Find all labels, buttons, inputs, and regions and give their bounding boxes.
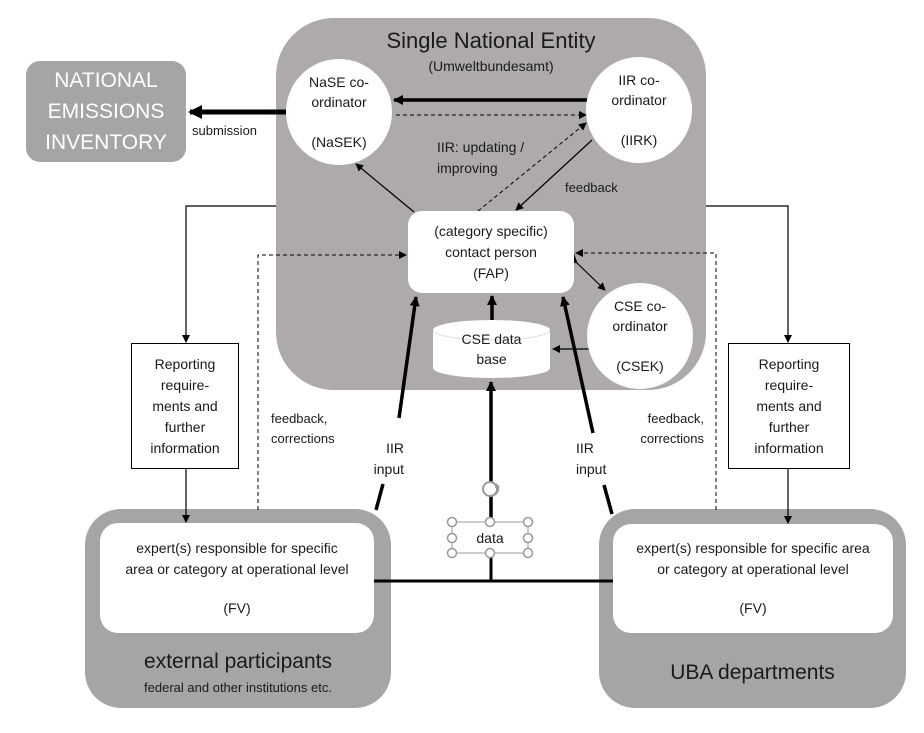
feedback-corrections-right-line-1: feedback, [647, 411, 704, 426]
submission-label: submission [192, 123, 258, 138]
iir-input-right-line-2: input [576, 461, 607, 477]
iir-input-left-line-1: IIR [386, 440, 404, 456]
feedback-right-dashed-arrow [575, 249, 717, 510]
req-left-line-1: Reporting [154, 355, 216, 372]
req-left-line-5: information [150, 439, 220, 456]
contact-person-node: (category specific) contact person (FAP) [408, 211, 574, 293]
reporting-requirements-left: Reporting require- ments and further inf… [131, 343, 239, 469]
iir-input-right-arrow-lower [602, 484, 614, 515]
iir-input-left-line-2: input [373, 461, 404, 477]
uba-departments-title: UBA departments [670, 661, 835, 684]
external-participants-subtitle: federal and other institutions etc. [144, 680, 332, 695]
sne-to-right-requirements-arrow [706, 205, 792, 343]
feedback-corrections-left-line-2: corrections [271, 431, 335, 446]
cse-database-node: CSE data base [433, 320, 550, 378]
nasek-line-2: ordinator [311, 94, 367, 110]
iirk-feedback-arrow [515, 139, 593, 211]
iir-input-right-arrow-upper [560, 296, 595, 434]
iir-updating-line-1: IIR: updating / [437, 139, 525, 155]
csek-line-2: ordinator [612, 318, 668, 334]
feedback-corrections-left-line-1: feedback, [271, 411, 328, 426]
fap-line-2: contact person [445, 243, 537, 260]
iir-input-right-line-1: IIR [576, 440, 594, 456]
req-right-line-2: require- [764, 376, 814, 393]
resize-handle-ml [446, 532, 458, 544]
iir-coordinator-node: IIR co- ordinator (IIRK) [586, 57, 692, 163]
iir-input-left-arrow-lower [374, 483, 385, 511]
req-left-line-4: further [164, 418, 206, 435]
csek-abbr: (CSEK) [616, 358, 664, 374]
external-participants-title: external participants [144, 650, 332, 673]
iirk-abbr: (IIRK) [620, 132, 658, 148]
resize-handle-bm [484, 547, 496, 559]
req-right-line-1: Reporting [758, 355, 820, 372]
fap-csek-bidirectional-arrow [567, 253, 606, 291]
nei-line-2: EMISSIONS [47, 100, 165, 123]
iir-updating-label: IIR: updating / improving [437, 137, 524, 179]
database-line-2: base [476, 351, 507, 367]
ext-expert-abbr: (FV) [223, 599, 251, 616]
uba-experts-box: expert(s) responsible for specific area … [613, 524, 893, 633]
reporting-requirements-right: Reporting require- ments and further inf… [728, 343, 850, 469]
nase-coordinator-node: NaSE co- ordinator (NaSEK) [286, 59, 392, 165]
req-left-line-3: ments and [152, 397, 218, 414]
nasek-abbr: (NaSEK) [311, 134, 367, 150]
feedback-corrections-left-label: feedback, corrections [271, 409, 335, 449]
national-emissions-inventory-box: NATIONAL EMISSIONS INVENTORY [26, 61, 186, 162]
fap-abbr: (FAP) [473, 264, 509, 281]
req-right-line-5: information [754, 439, 824, 456]
resize-handle-tr [522, 516, 534, 528]
iirk-line-1: IIR co- [618, 72, 660, 88]
resize-handle-mr [522, 532, 534, 544]
uba-expert-abbr: (FV) [739, 600, 767, 616]
fap-to-iirk-dashed-arrow [477, 122, 587, 212]
uba-expert-line-1: expert(s) responsible for specific area [636, 540, 870, 556]
iir-input-left-label: IIR input [366, 438, 404, 480]
nasek-line-1: NaSE co- [309, 74, 369, 90]
req-right-line-4: further [768, 418, 810, 435]
database-line-1: CSE data [461, 331, 522, 347]
iir-updating-line-2: improving [437, 160, 498, 176]
csek-line-1: CSE co- [613, 298, 667, 314]
sne-title: Single National Entity [386, 28, 596, 53]
cse-coordinator-node: CSE co- ordinator (CSEK) [587, 283, 693, 389]
nei-line-3: INVENTORY [45, 131, 167, 154]
sne-to-left-requirements-arrow [182, 205, 276, 343]
iirk-line-2: ordinator [611, 92, 667, 108]
feedback-corrections-right-label: feedback, corrections [630, 409, 704, 449]
feedback-left-dashed-arrow [257, 251, 407, 510]
req-left-line-2: require- [160, 376, 210, 393]
req-right-line-3: ments and [756, 397, 822, 414]
feedback-label: feedback [565, 180, 618, 195]
rotate-handle-icon [482, 481, 500, 497]
feedback-corrections-right-line-2: corrections [640, 431, 704, 446]
iir-input-right-label: IIR input [576, 438, 606, 480]
selection-handles[interactable] [442, 475, 538, 565]
external-experts-box: expert(s) responsible for specific area … [100, 523, 374, 633]
uba-expert-line-2: or category at operational level [657, 561, 849, 577]
fap-line-1: (category specific) [434, 222, 548, 239]
resize-handle-br [522, 547, 534, 559]
resize-handle-tm [484, 516, 496, 528]
fap-to-nasek-arrow [355, 163, 415, 213]
resize-handle-tl [446, 516, 458, 528]
resize-handle-bl [446, 547, 458, 559]
database-cylinder-icon [433, 320, 550, 378]
sne-subtitle: (Umweltbundesamt) [428, 58, 554, 74]
nei-line-1: NATIONAL [54, 69, 158, 92]
ext-expert-line-2: area or category at operational level [125, 560, 349, 577]
iir-input-left-arrow-upper [397, 296, 420, 419]
ext-expert-line-1: expert(s) responsible for specific [136, 539, 338, 556]
data-label: data [476, 529, 504, 546]
